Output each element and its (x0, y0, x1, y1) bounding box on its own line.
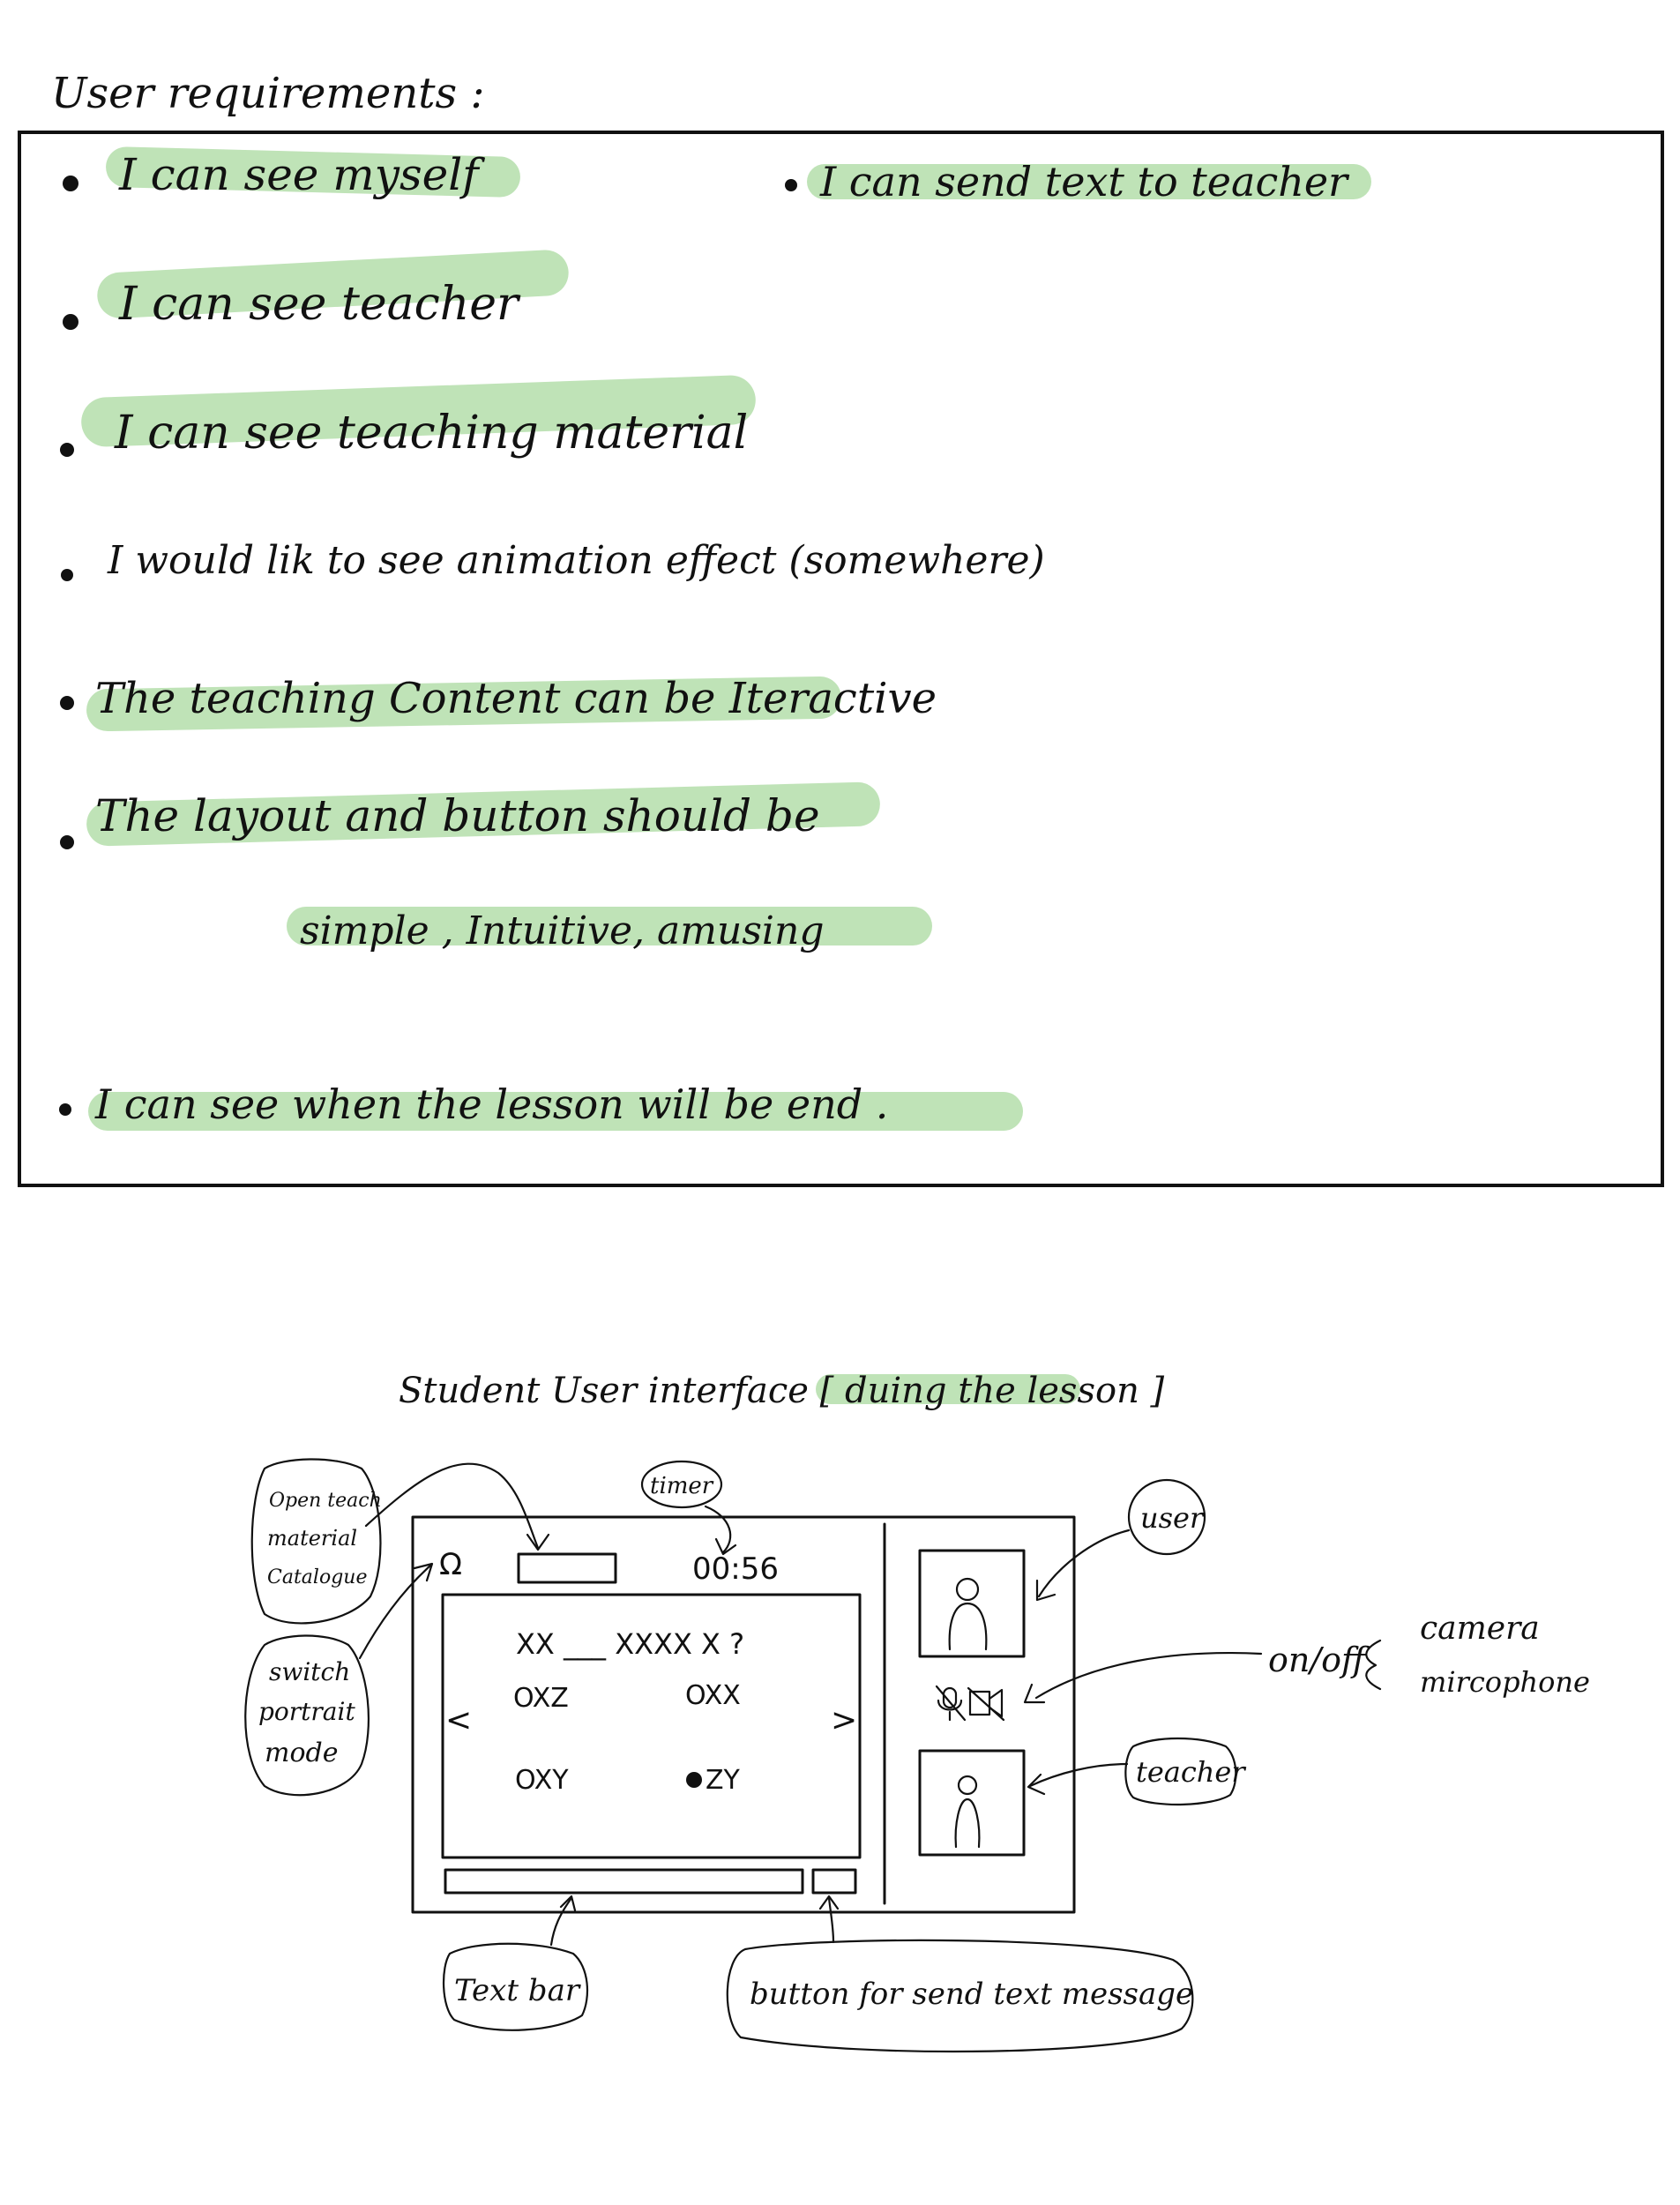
text-bar[interactable] (444, 1868, 804, 1895)
bullet-dot (60, 443, 74, 457)
annotation-camera: camera (1420, 1611, 1540, 1647)
material-panel[interactable] (441, 1593, 862, 1859)
ui-window-frame (411, 1515, 1076, 1914)
sketch-title: Student User interface [ duing the lesso… (399, 1371, 1165, 1411)
annotation-bubble-teacher (1124, 1737, 1237, 1806)
highlight-see-teacher (97, 250, 569, 318)
annotation-onoff: on/off (1268, 1641, 1370, 1679)
annotation-switch-line3: mode (265, 1738, 338, 1768)
annotation-bubble-timer (640, 1460, 723, 1509)
teacher-avatar-head (957, 1775, 978, 1796)
annotation-catalogue-line3: Catalogue (267, 1566, 367, 1588)
bullet-dot (60, 696, 74, 710)
arrowhead (1035, 1579, 1057, 1602)
annotation-timer: timer (650, 1473, 714, 1499)
highlight-interactive (86, 676, 841, 732)
option-a[interactable]: OXZ (513, 1683, 569, 1714)
arrowhead (526, 1533, 550, 1551)
highlight-material (81, 375, 756, 447)
req-see-teacher: I can see teacher (118, 278, 521, 331)
highlight-myself (106, 146, 520, 198)
annotation-microphone: mircophone (1420, 1665, 1590, 1699)
arrowhead (1023, 1683, 1046, 1704)
teacher-video (918, 1749, 1026, 1857)
user-video (918, 1549, 1026, 1658)
highlight-simple (287, 907, 932, 946)
req-see-material: I can see teaching material (114, 407, 748, 460)
bullet-dot (61, 569, 73, 581)
arrow-switch (358, 1564, 432, 1660)
arrowhead (559, 1895, 577, 1912)
teacher-avatar-body (954, 1798, 981, 1849)
req-animation: I would lik to see animation effect (som… (107, 538, 1045, 583)
timer-display: 00:56 (692, 1551, 779, 1587)
catalogue-bar[interactable] (517, 1552, 617, 1584)
annotation-catalogue-line1: Open teach (269, 1490, 382, 1512)
user-avatar-body (948, 1602, 988, 1651)
arrow-onoff (1034, 1651, 1263, 1700)
question-text: XX ___ XXXX X ? (516, 1627, 744, 1661)
highlight-layout (86, 781, 880, 847)
arrowhead (1027, 1773, 1046, 1796)
req-interactive: The teaching Content can be Iteractive (95, 674, 937, 723)
next-arrow[interactable]: > (831, 1702, 857, 1738)
highlight-lesson-end (88, 1092, 1023, 1131)
selected-option-dot (686, 1772, 702, 1788)
highlight-send-text (807, 164, 1371, 199)
annotation-bubble-switch (244, 1634, 370, 1797)
req-send-text: I can send text to teacher (819, 158, 1350, 206)
annotation-textbar: Text bar (454, 1973, 581, 2008)
arrowhead (818, 1895, 840, 1910)
option-c[interactable]: OXY (515, 1765, 569, 1796)
annotation-teacher: teacher (1136, 1755, 1246, 1789)
annotation-switch-line1: switch (269, 1657, 350, 1686)
annotation-user: user (1140, 1501, 1205, 1535)
arrow-textbar (549, 1896, 573, 1947)
arrow-send (827, 1896, 835, 1944)
bullet-dot (59, 1103, 71, 1116)
camera-toggle-icon[interactable] (967, 1686, 1005, 1722)
arrow-teacher (1028, 1762, 1129, 1788)
user-avatar-head (955, 1577, 980, 1602)
annotation-bubble-catalogue (250, 1458, 382, 1625)
option-b[interactable]: OXX (685, 1680, 741, 1711)
option-d[interactable]: ZY (706, 1765, 741, 1796)
requirements-box (18, 131, 1664, 1187)
annotation-bubble-send (726, 1939, 1194, 2053)
prev-arrow[interactable]: < (445, 1702, 472, 1738)
bullet-dot (60, 835, 74, 849)
annotation-switch-line2: portrait (258, 1697, 355, 1726)
arrow-timer (704, 1505, 732, 1554)
req-layout: The layout and button should be (95, 790, 820, 841)
req-see-myself: I can see myself (118, 149, 485, 200)
req-simple: simple , Intuitive, amusing (300, 908, 825, 953)
arrow-user (1037, 1529, 1131, 1598)
send-button[interactable] (811, 1868, 857, 1895)
arrow-catalogue (364, 1462, 540, 1550)
highlight-title (816, 1374, 1080, 1404)
annotation-bubble-textbar (443, 1942, 588, 2031)
annotation-catalogue-line2: material (267, 1526, 357, 1551)
arrowhead (714, 1537, 737, 1556)
annotation-bubble-user (1127, 1478, 1206, 1556)
annotation-send: button for send text message (750, 1977, 1193, 2012)
brace (1365, 1639, 1382, 1691)
bullet-dot (785, 179, 797, 191)
bullet-dot (63, 176, 78, 191)
bullet-dot (63, 314, 78, 330)
catalogue-icon[interactable]: Ω (439, 1547, 462, 1582)
mic-toggle-icon[interactable] (935, 1685, 967, 1722)
arrowhead (413, 1562, 434, 1582)
req-lesson-end: I can see when the lesson will be end . (94, 1080, 888, 1128)
requirements-heading: User requirements : (51, 69, 485, 118)
